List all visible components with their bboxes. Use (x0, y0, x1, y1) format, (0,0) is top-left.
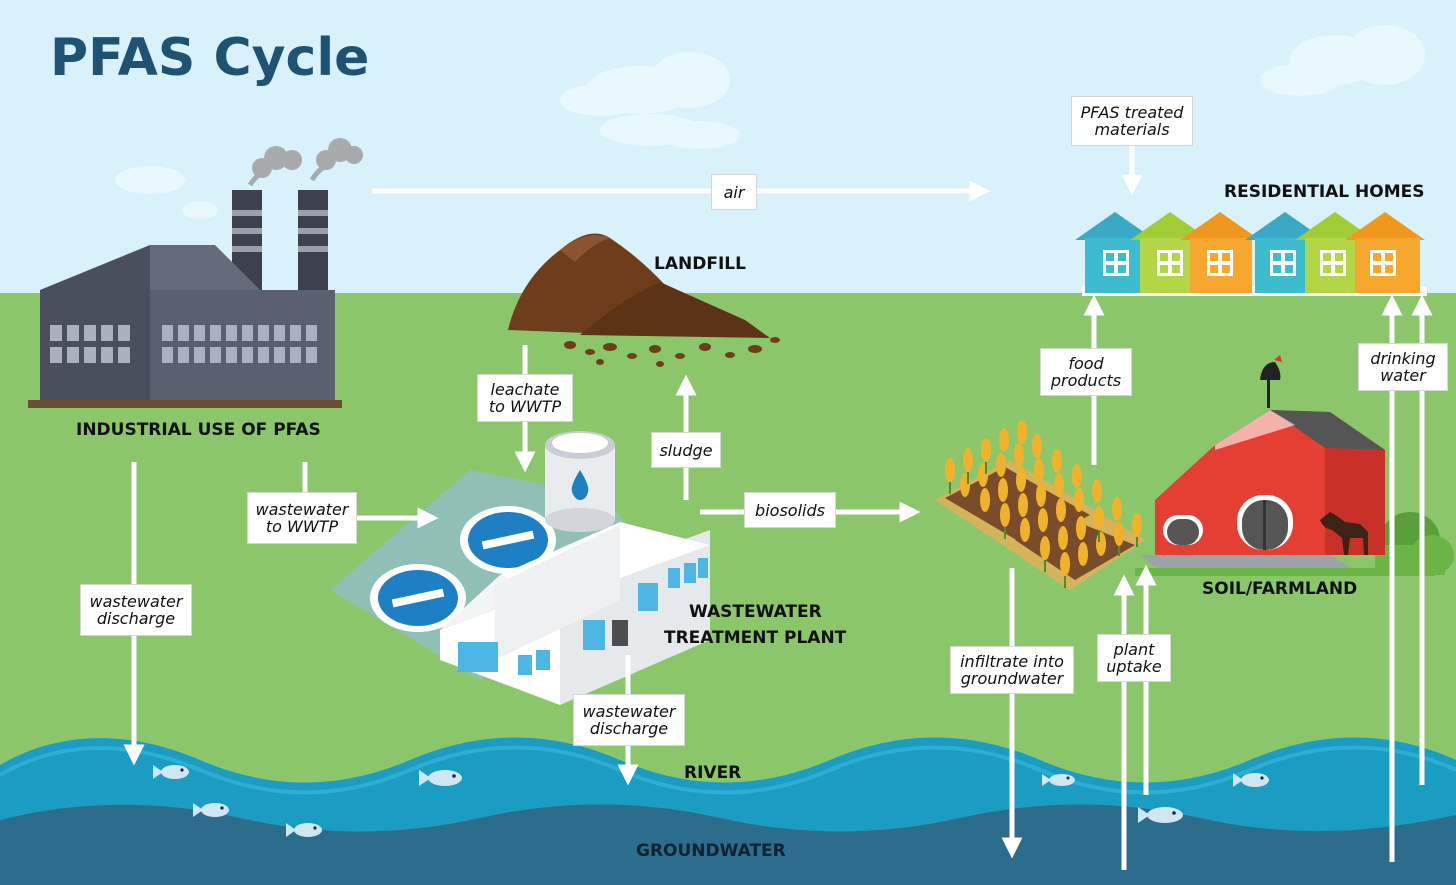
flow-label-plant-uptake: plant uptake (1097, 634, 1171, 682)
landfill-icon (508, 233, 780, 367)
flow-label-leachate: leachate to WWTP (477, 374, 573, 422)
cornfield-icon (935, 420, 1145, 590)
flow-leachate-line2: to WWTP (488, 397, 562, 416)
flow-label-infiltrate: infiltrate into groundwater (950, 646, 1074, 694)
flow-label-biosolids: biosolids (744, 492, 836, 528)
flow-wastewater-wwtp-line2: to WWTP (265, 517, 339, 536)
flow-pfas-treated-line2: materials (1094, 120, 1170, 139)
flow-label-drinking-water: drinking water (1358, 343, 1448, 391)
fish-icon (153, 765, 1269, 837)
houses-icon (1075, 212, 1427, 296)
flow-label-industrial-discharge: wastewater discharge (80, 584, 192, 636)
flow-infiltrate-line1: infiltrate into (960, 652, 1064, 671)
flow-drinking-line1: drinking (1370, 349, 1436, 368)
flow-label-wwtp-discharge: wastewater discharge (573, 694, 685, 746)
label-landfill: LANDFILL (654, 254, 746, 274)
smoke-icon (247, 138, 363, 187)
flow-sludge-text: sludge (659, 440, 713, 460)
page-title: PFAS Cycle (50, 28, 370, 88)
treatment-plant-icon (330, 431, 710, 705)
flow-label-wastewater-to-wwtp: wastewater to WWTP (247, 492, 357, 544)
label-river: RIVER (684, 763, 742, 783)
flow-label-pfas-treated: PFAS treated materials (1071, 96, 1193, 146)
flow-label-food-products: food products (1040, 348, 1132, 396)
label-wwtp-line1: WASTEWATER (689, 602, 822, 622)
flow-discharge-industrial-line2: discharge (96, 609, 176, 628)
cloud-icon (115, 25, 1425, 219)
label-wwtp-line2: TREATMENT PLANT (664, 628, 847, 648)
flow-label-sludge: sludge (651, 432, 721, 468)
flow-drinking-line2: water (1380, 366, 1426, 385)
label-industrial: INDUSTRIAL USE OF PFAS (76, 420, 321, 440)
flow-wastewater-wwtp-line1: wastewater (255, 500, 349, 519)
flow-biosolids-text: biosolids (755, 500, 825, 520)
flow-discharge-wwtp-line2: discharge (589, 719, 669, 738)
flow-air-text: air (723, 182, 745, 202)
barn-icon (1135, 355, 1454, 576)
flow-label-air: air (711, 174, 757, 210)
flow-discharge-wwtp-line1: wastewater (582, 702, 676, 721)
river-shine (0, 745, 1456, 795)
flow-food-line2: products (1050, 371, 1122, 390)
flow-discharge-industrial-line1: wastewater (89, 592, 183, 611)
label-residential: RESIDENTIAL HOMES (1224, 182, 1425, 202)
label-farmland: SOIL/FARMLAND (1202, 579, 1358, 599)
flow-plant-line1: plant (1113, 640, 1155, 659)
flow-infiltrate-line2: groundwater (960, 669, 1064, 688)
flow-leachate-line1: leachate (490, 380, 560, 399)
label-groundwater: GROUNDWATER (636, 841, 786, 861)
flow-plant-line2: uptake (1106, 657, 1162, 676)
flow-pfas-treated-line1: PFAS treated (1080, 103, 1184, 122)
flow-food-line1: food (1068, 354, 1104, 373)
groundwater-layer (0, 804, 1456, 885)
factory-icon (28, 190, 342, 408)
